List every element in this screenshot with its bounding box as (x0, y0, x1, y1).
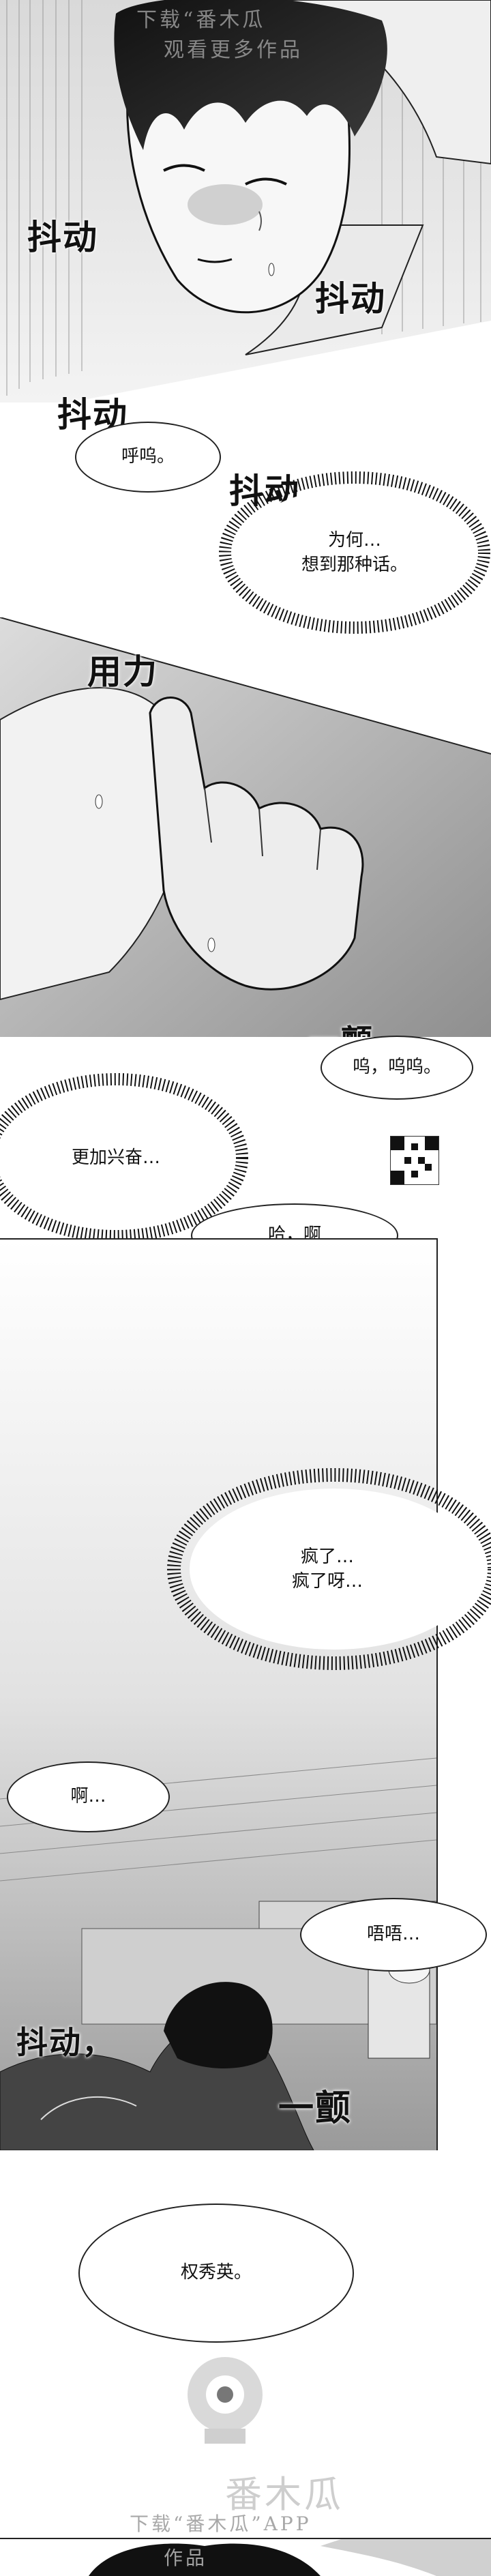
panel-bedroom (0, 1238, 438, 2150)
sfx-shake-left: 抖动 (27, 218, 98, 257)
speech-text-moan: 呜，呜呜。 (352, 1057, 441, 1078)
panel-face-closeup: 下载“番木瓜 观看更多作品 抖动 抖动 (0, 0, 491, 402)
sfx-tremble-bed: 一颤 (278, 2088, 353, 2129)
qr-code (390, 1136, 439, 1185)
speech-text-mm: 唔唔… (366, 1924, 420, 1945)
panel-bottom-art (0, 2539, 491, 2576)
thought-text-3: 疯了… 疯了呀… (291, 1546, 363, 1592)
burst-frame-2 (0, 1073, 248, 1242)
thought-text-2: 更加兴奋… (71, 1147, 160, 1168)
panel-bedroom-art (0, 1240, 436, 2150)
thought-text-1: 为何… 想到那种话。 (301, 529, 408, 575)
qr-code-pattern (391, 1137, 438, 1184)
speech-bubble-name: 权秀英。 (78, 2204, 354, 2343)
panel-face-art (0, 0, 491, 402)
sfx-shake-bed: 抖动， (16, 2024, 115, 2061)
thought-burst-3: 疯了… 疯了呀… (164, 1467, 491, 1671)
papaya-mascot-icon (188, 2357, 263, 2444)
watermark-top-line2: 观看更多作品 (164, 38, 303, 62)
burst-frame-1 (219, 471, 490, 634)
speech-text-1: 呼呜。 (121, 446, 175, 467)
thought-burst-2: 更加兴奋… (0, 1072, 259, 1243)
panel-dialogue-1: 抖动 呼呜。 抖动 为何… 想到那种话。 (0, 382, 491, 641)
sfx-shake-right: 抖动 (315, 279, 386, 319)
speech-bubble-mm: 唔唔… (300, 1898, 487, 1972)
panel-bottom-cut: 作品 (0, 2538, 491, 2576)
watermark-brand: 番木瓜 (225, 2473, 344, 2516)
speech-bubble-moan: 呜，呜呜。 (321, 1036, 473, 1100)
watermark-logo (170, 2347, 321, 2470)
watermark-bottom-line1: 下载“番木瓜”APP (130, 2513, 312, 2535)
panel-hand-art (0, 617, 491, 1037)
sfx-squeeze: 用力 (87, 652, 158, 692)
watermark-bottom-line2: 作品 (164, 2547, 208, 2569)
sfx-tremble: 一颤 (308, 1016, 374, 1037)
thought-burst-1: 为何… 想到那种话。 (218, 471, 491, 634)
panel-hand: 用力 一颤 (0, 617, 491, 1037)
speech-bubble-1: 呼呜。 (75, 422, 221, 493)
speech-bubble-ah: 啊… (7, 1761, 170, 1832)
watermark-top-line1: 下载“番木瓜 (136, 8, 266, 32)
speech-text-ah: 啊… (70, 1786, 106, 1807)
burst-frame-3 (167, 1468, 491, 1670)
speech-text-name: 权秀英。 (180, 2262, 252, 2283)
